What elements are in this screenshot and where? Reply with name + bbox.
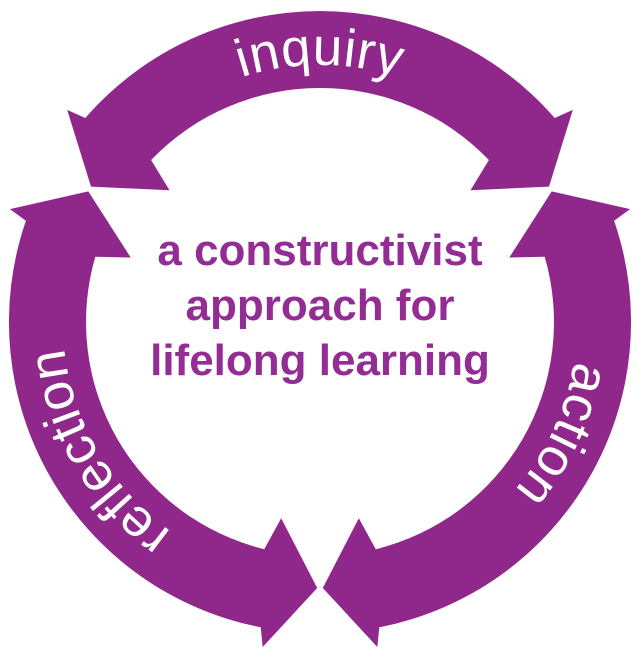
center-title-line-1: a constructivist: [157, 226, 483, 275]
center-title-line-3: lifelong learning: [150, 336, 490, 385]
cycle-arrow-action: [322, 191, 632, 647]
center-title-line-2: approach for: [186, 281, 455, 330]
cycle-arrow-reflection: [8, 191, 318, 647]
center-title: a constructivist approach for lifelong l…: [150, 226, 490, 385]
cycle-arrow-inquiry: [67, 11, 573, 191]
